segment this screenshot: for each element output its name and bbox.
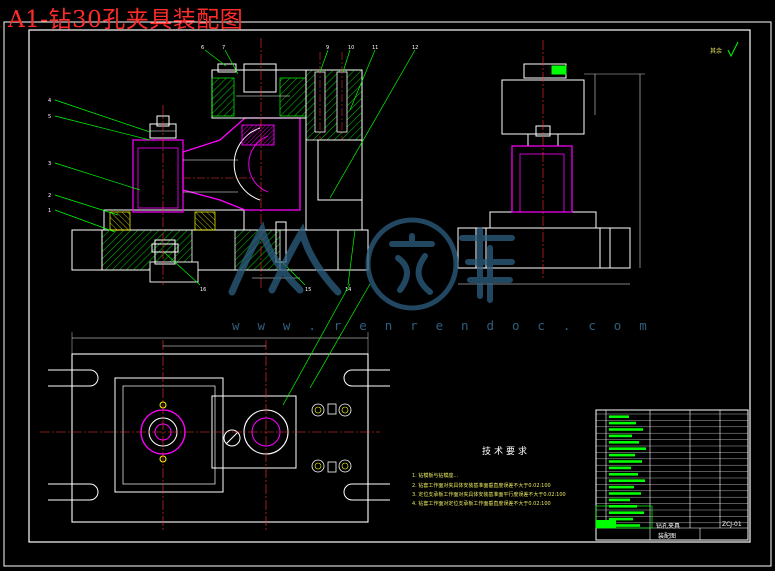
bom-row-entry	[609, 421, 636, 425]
top-leaders	[282, 283, 371, 406]
bom-row-entry	[609, 415, 629, 418]
svg-text:11: 11	[372, 45, 378, 51]
svg-text:9: 9	[326, 45, 329, 51]
front-view	[71, 38, 369, 288]
svg-text:6: 6	[201, 45, 204, 51]
bom-row-entry	[609, 492, 641, 495]
bom-row-entry	[609, 498, 630, 502]
tech-requirement-item: 4. 钻套工作面对定位支承板工作面垂直度误差不大于0.02:100	[412, 501, 551, 507]
svg-text:12: 12	[412, 45, 418, 51]
drawing-frame-outer	[3, 21, 772, 567]
bom-row-entry	[609, 485, 634, 489]
bom-row-entry	[609, 473, 638, 476]
drawing-title: A1-钻30孔夹具装配图	[8, 7, 244, 33]
drawing-frame-inner	[28, 29, 751, 543]
tech-requirement-item: 3. 定位支承板工作面对夹具体安装基准面平行度误差不大于0.02:100	[412, 492, 566, 498]
bom-row-entry	[609, 434, 632, 438]
bom-row-entry	[609, 517, 633, 521]
tech-requirements-title: 技术要求	[482, 447, 531, 457]
svg-text:10: 10	[348, 45, 354, 51]
title-block-label: 装配图	[658, 533, 677, 540]
bom-row-entry	[609, 524, 640, 527]
watermark-logo	[228, 217, 515, 311]
title-block-name: 钻孔夹具	[656, 523, 681, 530]
bom-row-entry	[609, 453, 635, 457]
svg-text:2: 2	[48, 193, 51, 199]
bom-row-entry	[609, 428, 643, 431]
svg-text:5: 5	[48, 114, 51, 120]
svg-text:14: 14	[345, 287, 351, 293]
front-part-numbers: 4 5 3 2 1 6 7 9 10 11 12 16 15 14	[48, 45, 418, 293]
tech-requirement-item: 2. 钻套工作面对夹具体安装基准面垂直度误差不大于0.02:100	[412, 483, 551, 489]
watermark-url: w w w . r e n r e n d o c . c o m	[232, 318, 652, 333]
front-leaders	[54, 49, 416, 286]
roughness-note: 其余	[710, 48, 723, 55]
roughness-symbol	[727, 41, 739, 58]
bom-row-entry	[609, 466, 631, 470]
bom-table	[595, 409, 749, 541]
bom-row-entry	[609, 479, 645, 482]
svg-text:1: 1	[48, 208, 51, 214]
tech-requirement-item: 1. 钻模板与钻模座...	[412, 473, 459, 479]
svg-text:3: 3	[48, 161, 51, 167]
bom-rows	[596, 413, 748, 527]
svg-text:7: 7	[222, 45, 225, 51]
bom-row-entry	[609, 511, 644, 514]
bom-row-entry	[609, 441, 639, 444]
side-view	[457, 40, 645, 285]
title-block-drawing-no: ZCJ-01	[722, 521, 742, 528]
top-view	[40, 332, 390, 530]
svg-text:4: 4	[48, 98, 51, 104]
bom-row-entry	[609, 447, 646, 450]
bom-row-entry	[609, 460, 642, 463]
svg-text:15: 15	[305, 287, 311, 293]
svg-text:16: 16	[200, 287, 206, 293]
parts-list-block	[595, 505, 653, 529]
